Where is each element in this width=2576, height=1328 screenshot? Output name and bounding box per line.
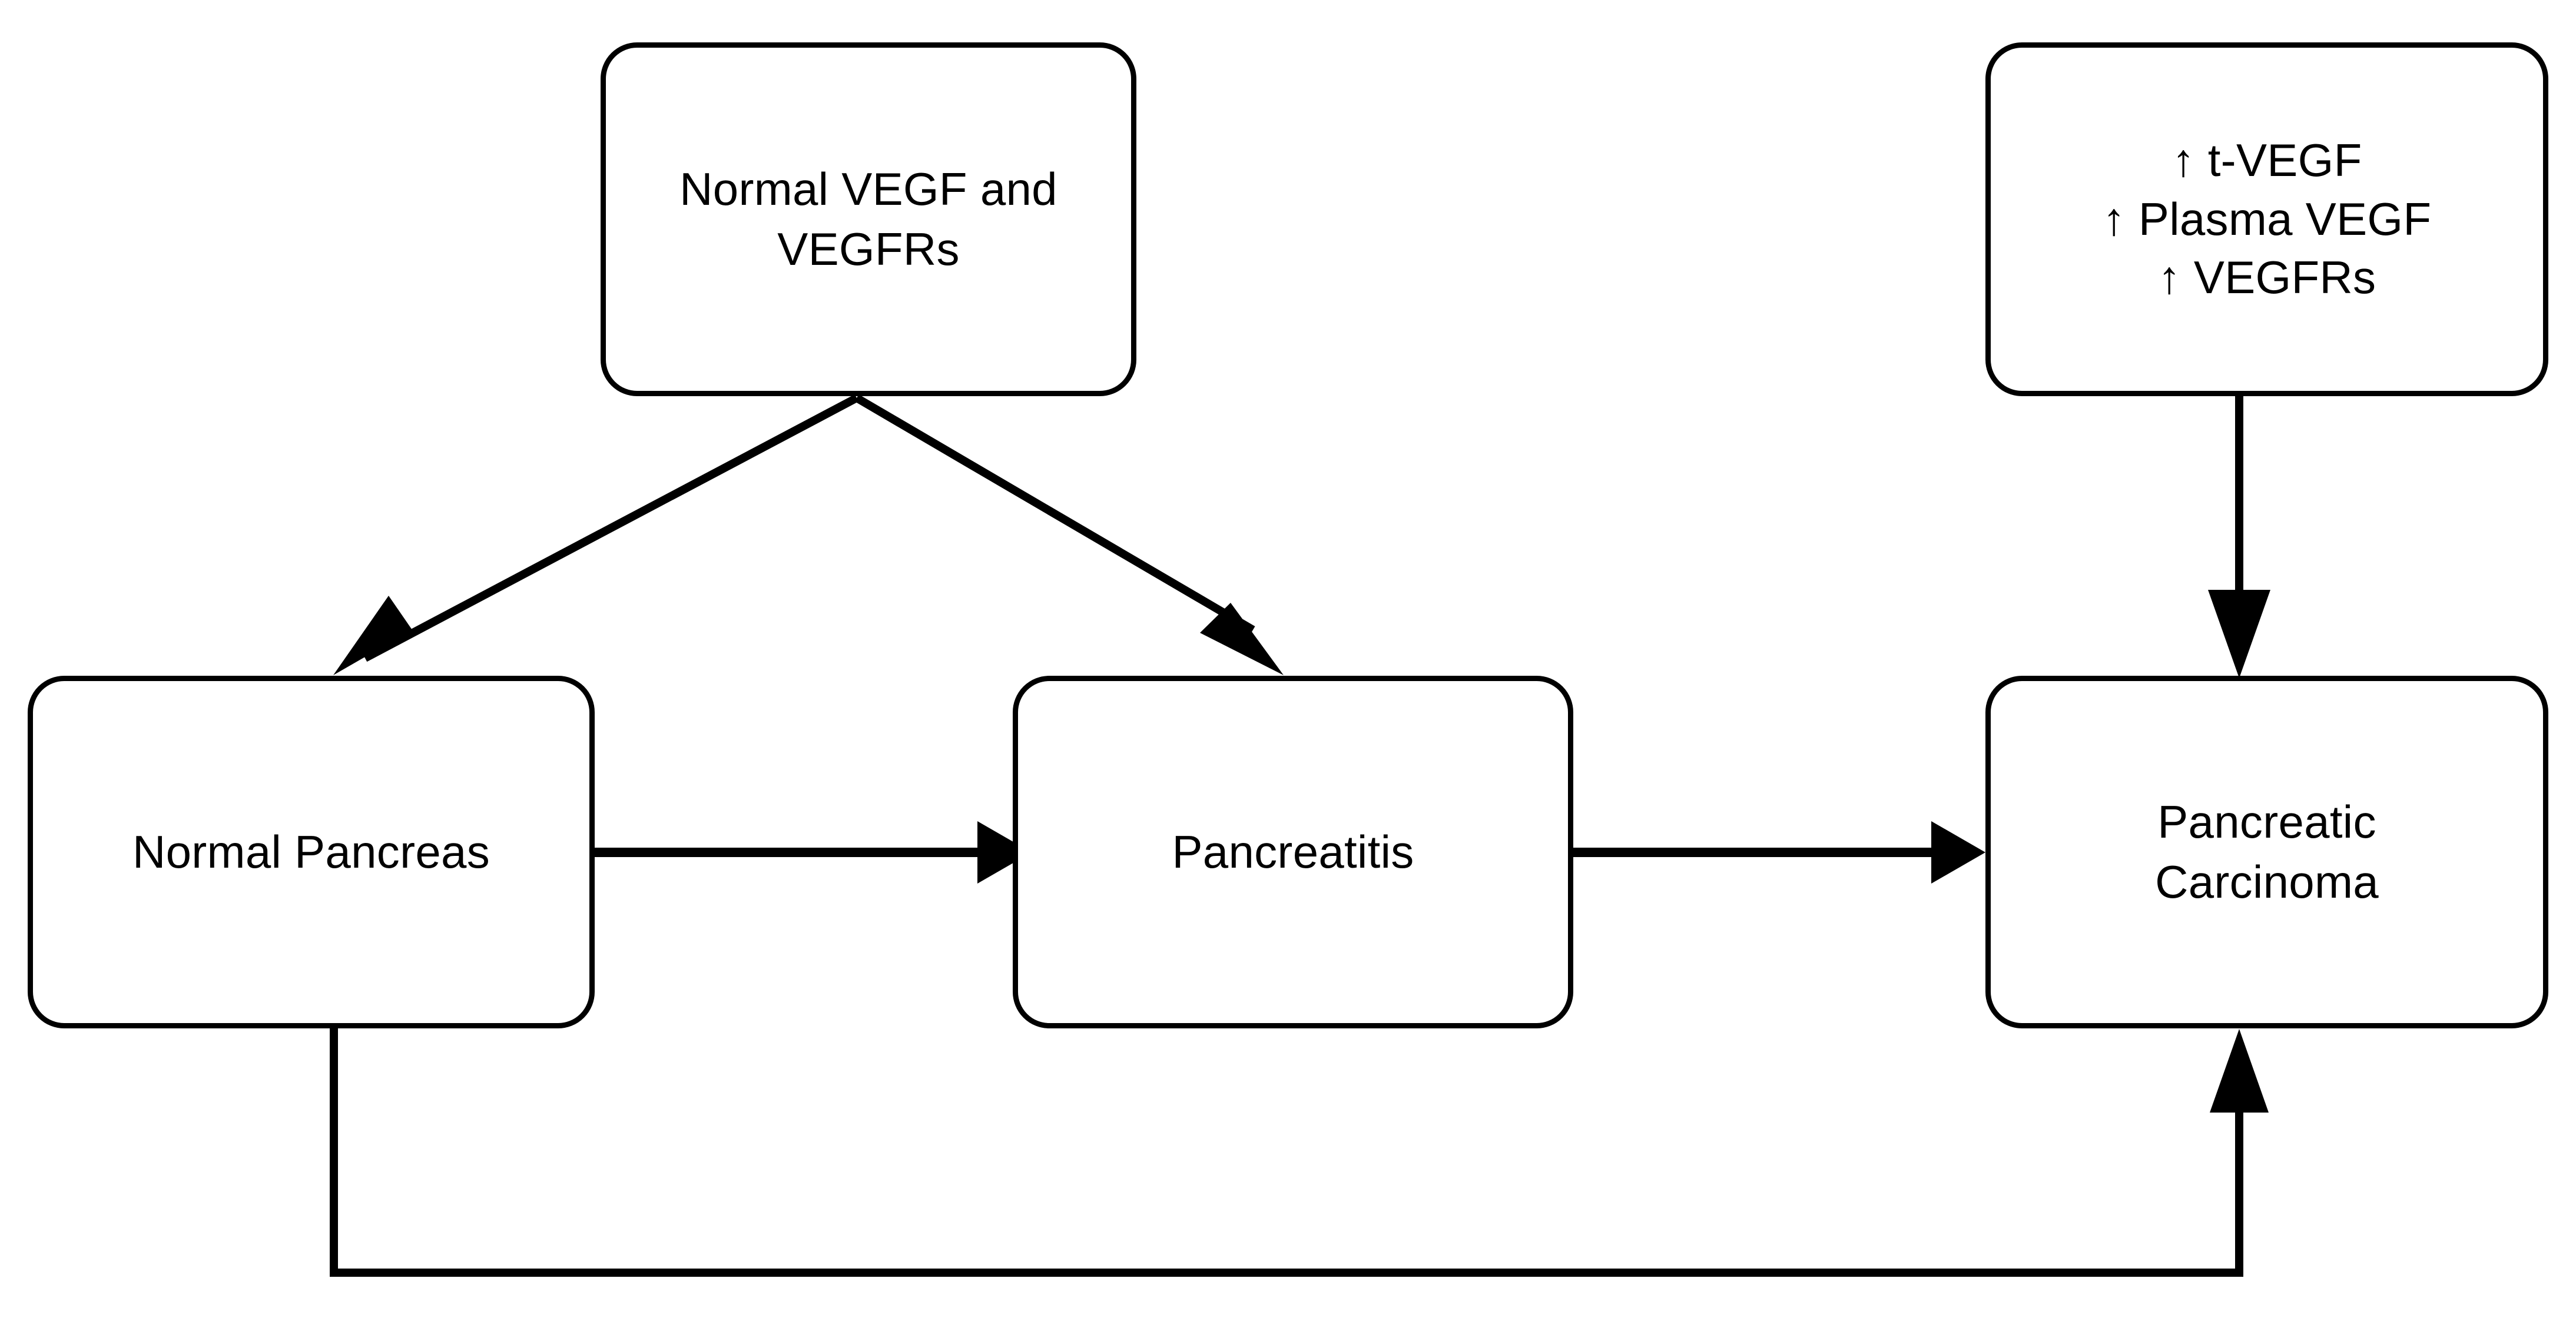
node-pancreatitis[interactable]: Pancreatitis <box>1013 676 1573 1028</box>
edge-elevated-vegf-to-carcinoma <box>2208 396 2270 678</box>
edge-normal-pancreas-to-pancreatitis <box>595 821 1032 884</box>
node-normal-vegf-label: Normal VEGF and VEGFRs <box>679 163 1057 275</box>
node-normal-vegf[interactable]: Normal VEGF and VEGFRs <box>601 42 1136 396</box>
edge-vegf-to-normal-pancreas <box>333 394 859 675</box>
node-normal-pancreas[interactable]: Normal Pancreas <box>28 676 595 1028</box>
node-pancreatic-carcinoma-label: Pancreatic Carcinoma <box>2155 796 2379 908</box>
node-elevated-vegf[interactable]: ↑ t-VEGF ↑ Plasma VEGF ↑ VEGFRs <box>1985 42 2548 396</box>
node-normal-pancreas-label: Normal Pancreas <box>132 825 490 878</box>
node-pancreatitis-label: Pancreatitis <box>1172 825 1414 878</box>
node-elevated-vegf-label: ↑ t-VEGF ↑ Plasma VEGF ↑ VEGFRs <box>2102 134 2432 304</box>
edge-normal-pancreas-to-carcinoma <box>330 1028 2269 1277</box>
node-pancreatic-carcinoma[interactable]: Pancreatic Carcinoma <box>1985 676 2548 1028</box>
edge-pancreatitis-to-carcinoma <box>1573 821 1985 884</box>
edge-vegf-to-pancreatitis <box>854 394 1284 675</box>
